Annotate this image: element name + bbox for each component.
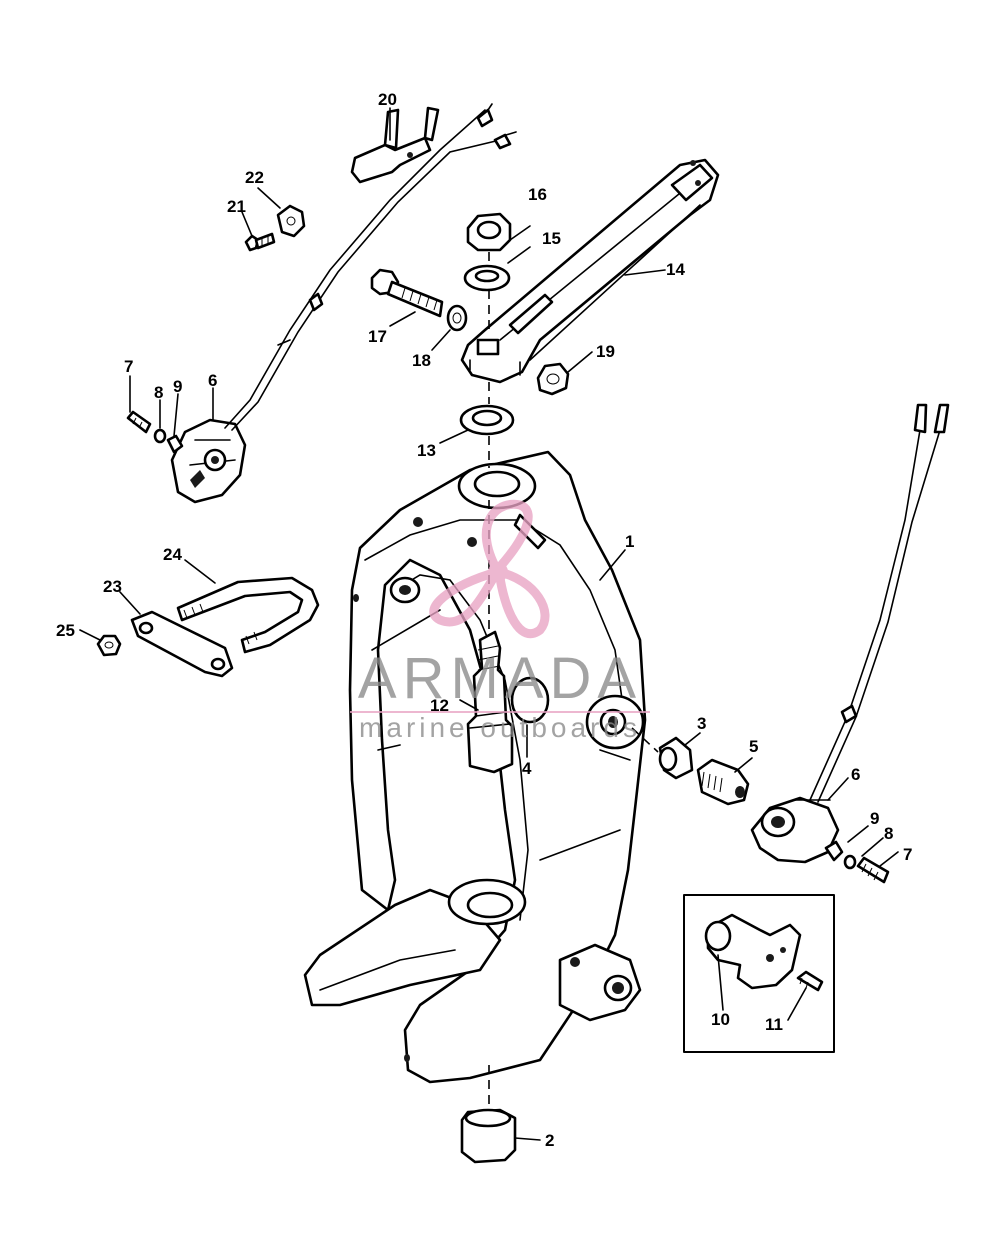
washer-bolt	[446, 304, 468, 332]
callout-16: 16	[528, 185, 547, 204]
callout-6-right: 6	[851, 765, 860, 784]
screw-21	[244, 232, 276, 252]
callout-14: 14	[666, 260, 685, 279]
u-bolt	[176, 576, 320, 654]
bushing-3	[658, 736, 694, 780]
swivel-bracket	[303, 450, 647, 1084]
trim-sender-left	[170, 103, 517, 504]
spacer-left	[166, 434, 184, 454]
callout-19: 19	[596, 342, 615, 361]
washer-top	[463, 264, 511, 292]
watermark-brand: ARMADA	[358, 646, 642, 711]
nut-25	[96, 634, 122, 657]
screw-right	[856, 856, 890, 884]
watermark-tagline: marine outboards	[359, 712, 641, 743]
steering-pin	[466, 630, 514, 774]
callout-2: 2	[545, 1131, 554, 1150]
callout-7-left: 7	[124, 357, 133, 376]
lock-washer-right	[843, 854, 857, 870]
callout-6-left: 6	[208, 371, 217, 390]
callout-15: 15	[542, 229, 561, 248]
callout-7-right: 7	[903, 845, 912, 864]
spacer-right	[824, 840, 844, 862]
bushing-lower	[460, 1108, 517, 1164]
bolt	[370, 268, 444, 318]
trim-sender-right	[750, 403, 950, 864]
callout-24: 24	[163, 545, 182, 564]
callout-5: 5	[749, 737, 758, 756]
callout-3: 3	[697, 714, 706, 733]
callout-20: 20	[378, 90, 397, 109]
u-bolt-plate	[130, 610, 234, 678]
callout-4: 4	[522, 759, 532, 778]
callout-12: 12	[430, 696, 449, 715]
armada-logo-icon	[429, 499, 550, 639]
callout-17: 17	[368, 327, 387, 346]
steering-arm	[460, 158, 720, 384]
plate-22	[276, 204, 306, 238]
callout-10: 10	[711, 1010, 730, 1029]
callout-21: 21	[227, 197, 246, 216]
callout-23: 23	[103, 577, 122, 596]
callout-9-left: 9	[173, 377, 182, 396]
inset-detail-box	[683, 894, 835, 1053]
callout-11: 11	[765, 1015, 783, 1034]
washer-lower	[459, 404, 515, 436]
screw-left	[126, 410, 152, 434]
wire-clip	[350, 106, 440, 184]
nut	[536, 362, 570, 396]
lock-nut	[466, 212, 512, 252]
callout-22: 22	[245, 168, 264, 187]
callout-8-right: 8	[884, 824, 893, 843]
callout-8-left: 8	[154, 383, 163, 402]
leader-lines	[79, 107, 899, 1141]
lock-washer-left	[153, 428, 167, 444]
callout-18: 18	[412, 351, 431, 370]
watermark: ARMADA marine outboards	[350, 499, 650, 743]
callout-9-right: 9	[870, 809, 879, 828]
callout-labels: 1 2 3 4 5 6 6 7 7 8 8 9 9 10 11 12 13 14…	[56, 90, 912, 1150]
callout-13: 13	[417, 441, 436, 460]
callout-25: 25	[56, 621, 75, 640]
callout-1: 1	[625, 532, 634, 551]
